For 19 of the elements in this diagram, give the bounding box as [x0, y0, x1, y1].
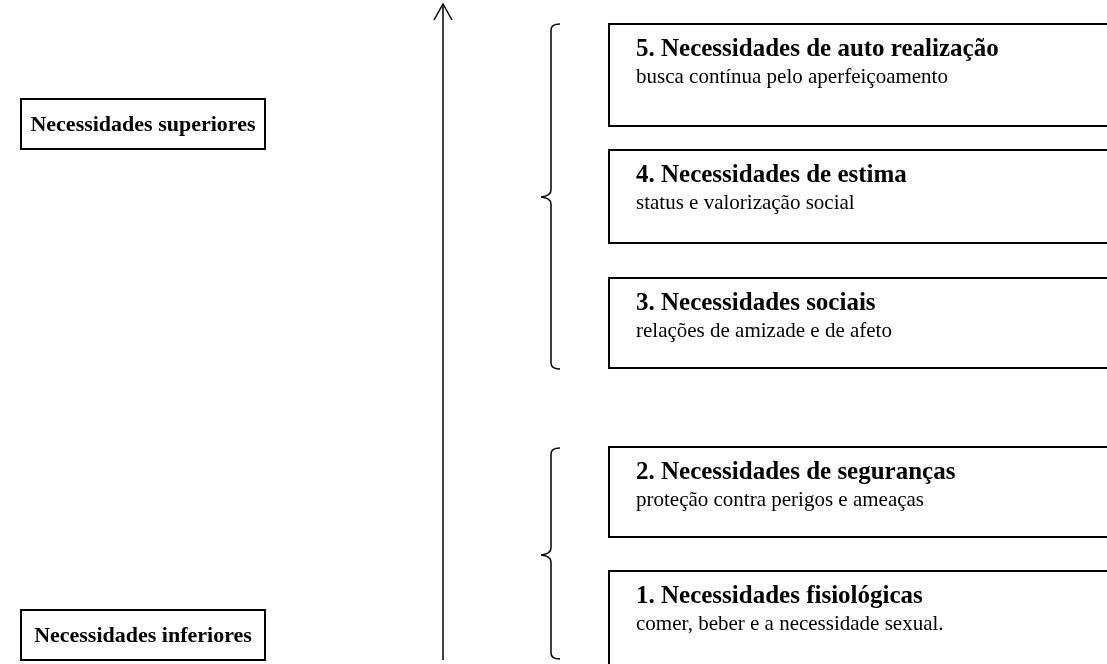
- need-description: proteção contra perigos e ameaças: [636, 486, 925, 512]
- need-title: 5. Necessidades de auto realização: [636, 33, 1000, 63]
- need-description: relações de amizade e de afeto: [636, 317, 893, 343]
- need-description: comer, beber e a necessidade sexual.: [636, 610, 945, 636]
- need-title: 2. Necessidades de seguranças: [636, 456, 957, 486]
- need-description: status e valorização social: [636, 189, 856, 215]
- category-box: [20, 98, 266, 150]
- category-label: Necessidades superiores: [30, 111, 256, 137]
- need-box: [608, 23, 1107, 127]
- need-description: busca contínua pelo aperfeiçoamento: [636, 63, 949, 89]
- need-title: 1. Necessidades fisiológicas: [636, 580, 924, 610]
- category-label: Necessidades inferiores: [34, 622, 252, 648]
- need-box: [608, 277, 1107, 369]
- need-box: [608, 149, 1107, 244]
- need-box: [608, 570, 1107, 664]
- need-box: [608, 446, 1107, 538]
- category-box: [20, 609, 266, 661]
- need-title: 4. Necessidades de estima: [636, 159, 908, 189]
- need-title: 3. Necessidades sociais: [636, 287, 877, 317]
